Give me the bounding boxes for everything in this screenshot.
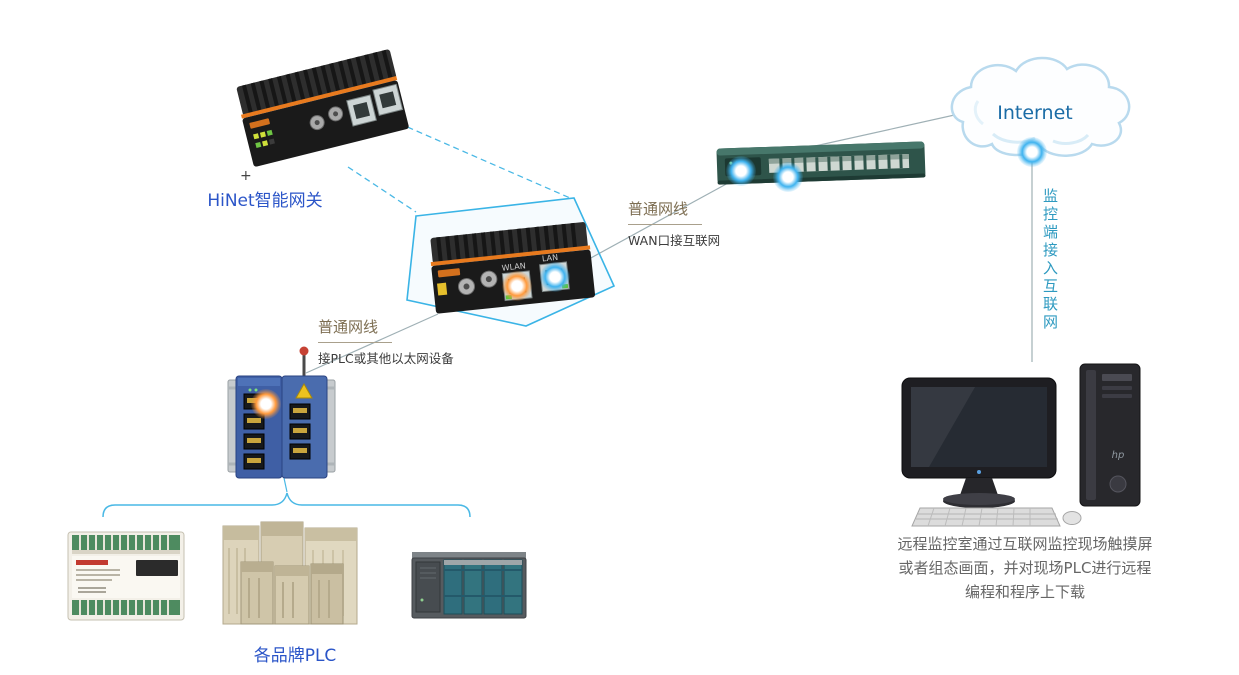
cable-title: 普通网线 (318, 316, 393, 343)
switch-brace-connector (283, 477, 288, 493)
description-line: 或者组态画面，并对现场PLC进行远程 (898, 559, 1152, 577)
cable-label-lan: 普通网线 接PLC或其他以太网设备 (318, 316, 454, 367)
brand-mark (76, 560, 108, 565)
gateway-label: HiNet智能网关 (207, 191, 323, 211)
cable-label-wan: 普通网线 WAN口接互联网 (628, 198, 720, 249)
hinet-gateway-device (222, 45, 422, 173)
plc-modules (219, 518, 361, 632)
lan-port-label: LAN (542, 253, 559, 264)
cable-subtitle: 接PLC或其他以太网设备 (318, 351, 454, 366)
zoom-dash-line-2 (347, 166, 417, 213)
gateway-logo-mark (437, 268, 461, 278)
warning-label (295, 382, 313, 399)
plc-group-brace (102, 492, 471, 518)
gateway-plcswitch-line (305, 313, 439, 374)
plc-mitsubishi (66, 522, 186, 628)
tower-logo: hp (1112, 450, 1125, 461)
computer-mouse (1062, 511, 1082, 525)
cable-title: 普通网线 (628, 198, 703, 225)
monitor-access-note: 监控端接入互联网 (1041, 188, 1059, 332)
plc-siemens (410, 530, 528, 624)
zoom-dash-line-1 (379, 114, 571, 199)
hinet-gateway-zoomed: WLAN LAN (402, 192, 617, 330)
description-line: 远程监控室通过互联网监控现场触摸屏 (897, 535, 1153, 553)
wlan-port-label: WLAN (501, 261, 526, 272)
cable-subtitle: WAN口接互联网 (628, 233, 721, 248)
description-line: 编程和程序上下载 (964, 583, 1085, 601)
ethernet-switch-device (713, 133, 931, 195)
plus-mark: + (240, 168, 252, 184)
antenna-tip (299, 346, 309, 356)
remote-monitoring-description: 远程监控室通过互联网监控现场触摸屏 或者组态画面，并对现场PLC进行远程 编程和… (880, 532, 1170, 604)
gateway-logo-mark (249, 118, 270, 129)
internet-label: Internet (997, 102, 1073, 124)
switch-cloud-line (796, 109, 978, 151)
monitoring-computer: hp (900, 358, 1165, 530)
plc-group-label: 各品牌PLC (253, 646, 337, 666)
computer-keyboard (911, 507, 1061, 527)
